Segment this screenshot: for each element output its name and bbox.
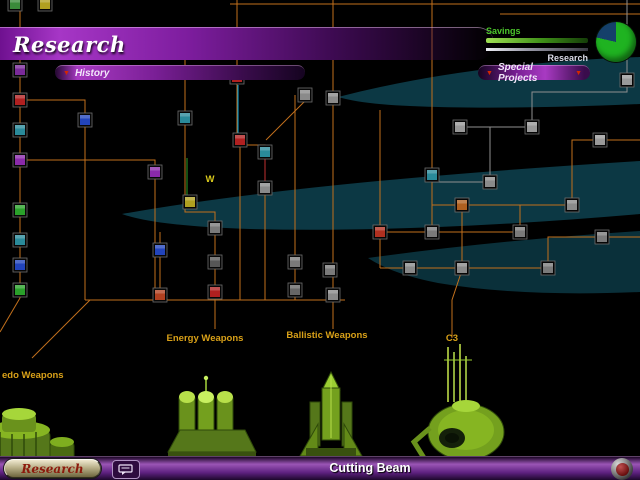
tech-node[interactable] [12, 152, 28, 168]
ship-model-rocket[interactable] [299, 370, 363, 457]
message-icon [118, 463, 133, 475]
tech-node[interactable] [287, 282, 303, 298]
current-research-status: Cutting Beam [329, 461, 411, 475]
tech-node[interactable] [12, 202, 28, 218]
tree-label: Energy Weapons [167, 333, 244, 344]
tech-node[interactable] [594, 229, 610, 245]
tree-edge [20, 99, 86, 300]
dropdown-arrow-icon: ▼ [575, 69, 582, 77]
tree-edge [265, 100, 306, 141]
tech-node[interactable] [77, 112, 93, 128]
tech-node[interactable] [12, 257, 28, 273]
research-button[interactable]: Research [4, 459, 101, 478]
tech-node[interactable] [287, 254, 303, 270]
tree-label: Ballistic Weapons [286, 330, 367, 341]
close-button-light [615, 462, 629, 476]
history-dropdown-label: History [74, 67, 110, 79]
tech-node[interactable] [540, 260, 556, 276]
tree-edge [462, 139, 640, 206]
tech-node[interactable] [12, 92, 28, 108]
special-projects-dropdown-label: Special Projects [497, 62, 538, 84]
tech-node[interactable] [12, 232, 28, 248]
tech-node[interactable] [297, 87, 313, 103]
title-banner: Research [0, 27, 494, 60]
ship-model-right[interactable] [410, 344, 505, 469]
tech-node[interactable] [372, 224, 388, 240]
message-button[interactable] [112, 460, 140, 479]
nebula-band [122, 161, 640, 230]
tech-node[interactable] [147, 164, 163, 180]
tree-edge [462, 236, 640, 269]
tree-label: edo Weapons [2, 370, 64, 381]
tech-node[interactable] [454, 197, 470, 213]
ship-model-station[interactable] [167, 375, 257, 458]
tech-node[interactable] [12, 122, 28, 138]
close-button[interactable] [611, 458, 633, 480]
tree-label: W [206, 174, 215, 185]
tree-edge [31, 299, 91, 359]
nebula-band [368, 231, 640, 294]
tech-node[interactable] [424, 224, 440, 240]
tech-node[interactable] [12, 282, 28, 298]
tech-node[interactable] [257, 180, 273, 196]
tech-node[interactable] [424, 167, 440, 183]
tech-node[interactable] [152, 242, 168, 258]
dropdown-arrow-icon: ▼ [63, 69, 70, 77]
tech-node[interactable] [452, 119, 468, 135]
tech-node[interactable] [512, 224, 528, 240]
tech-node[interactable] [564, 197, 580, 213]
savings-meter[interactable] [486, 38, 588, 43]
research-stats: Savings Research [486, 27, 588, 63]
tech-node[interactable] [454, 260, 470, 276]
tech-node[interactable] [182, 194, 198, 210]
tech-node[interactable] [619, 72, 635, 88]
research-meter-label: Research [547, 53, 588, 63]
tech-node[interactable] [207, 254, 223, 270]
tech-node[interactable] [232, 132, 248, 148]
bottom-bar: Research Cutting Beam [0, 456, 640, 480]
dropdown-arrow-icon: ▼ [486, 69, 493, 77]
tech-node[interactable] [322, 262, 338, 278]
savings-label: Savings [486, 26, 521, 36]
tech-node[interactable] [207, 220, 223, 236]
page-title: Research [13, 31, 126, 57]
tech-node[interactable] [12, 62, 28, 78]
tech-node[interactable] [524, 119, 540, 135]
tech-node[interactable] [152, 287, 168, 303]
tech-node[interactable] [482, 174, 498, 190]
tech-node[interactable] [325, 287, 341, 303]
tree-label: C3 [446, 333, 458, 344]
special-projects-dropdown[interactable]: ▼ Special Projects ▼ [478, 62, 590, 84]
tech-node[interactable] [325, 90, 341, 106]
tree-edge [20, 159, 156, 300]
tech-node[interactable] [177, 110, 193, 126]
research-allocation-pie[interactable] [596, 22, 636, 62]
tech-node[interactable] [257, 144, 273, 160]
history-dropdown[interactable]: ▼ History [55, 65, 305, 80]
tech-node[interactable] [592, 132, 608, 148]
research-meter[interactable] [486, 48, 588, 51]
tech-node[interactable] [37, 0, 53, 12]
tech-node[interactable] [402, 260, 418, 276]
tech-node[interactable] [207, 284, 223, 300]
tree-edge [0, 297, 21, 333]
tech-node[interactable] [7, 0, 23, 12]
tree-edge [451, 269, 463, 338]
